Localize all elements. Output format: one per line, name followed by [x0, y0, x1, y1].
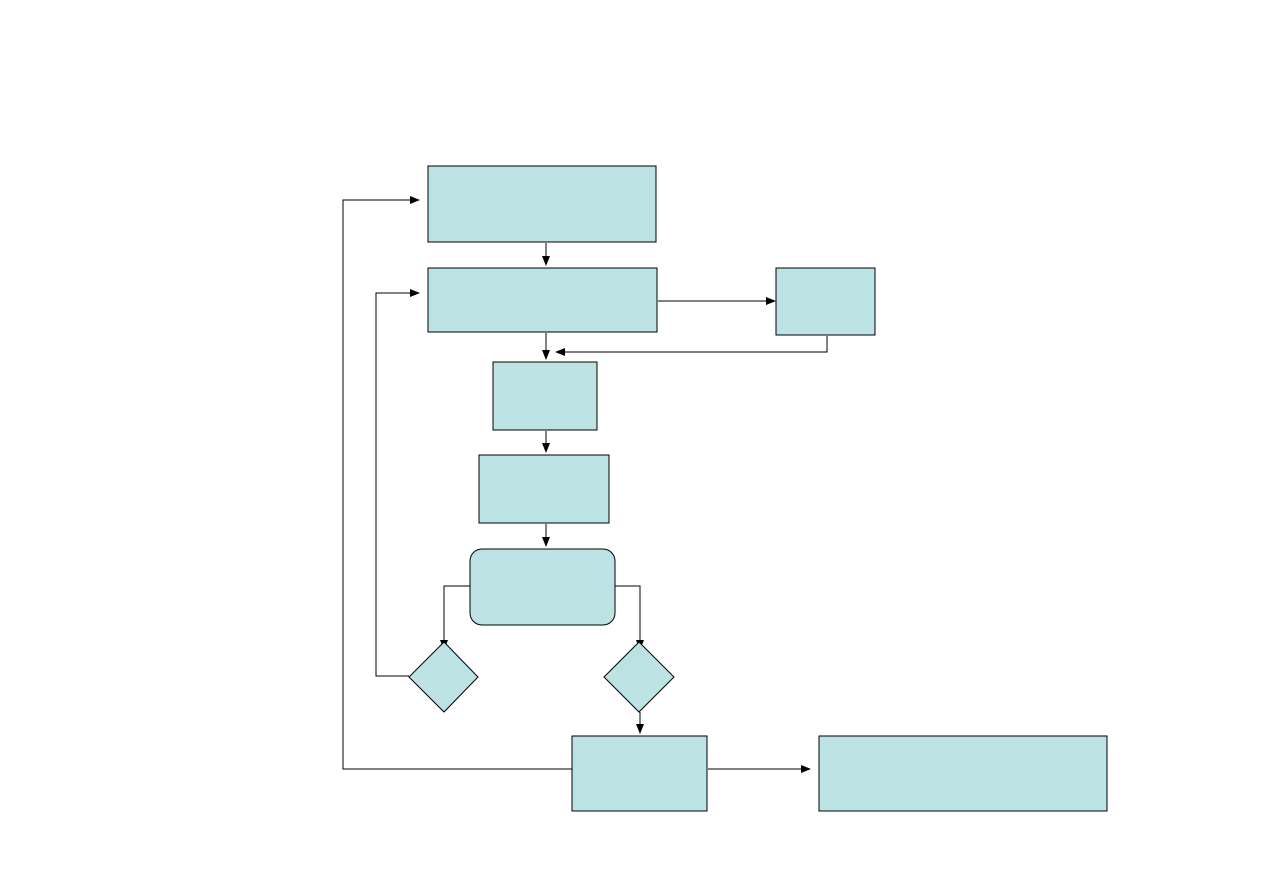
- process-box-2: [427, 267, 658, 333]
- process-box-1: [427, 165, 657, 243]
- edge-box6-loop-to-box1: [342, 196, 572, 770]
- connectors: [342, 196, 828, 773]
- rounded-process-box: [469, 548, 616, 626]
- edge-left-decision-loop-back: [375, 289, 420, 677]
- decision-diamond-left: [408, 641, 479, 713]
- nodes: [408, 165, 1108, 812]
- edge-side-box-return: [555, 336, 828, 356]
- process-box-4: [478, 454, 610, 524]
- edge-box5-to-left-decision: [440, 585, 470, 650]
- side-process-box: [775, 267, 876, 336]
- edge-box5-to-right-decision: [615, 585, 644, 650]
- process-box-3: [492, 361, 598, 431]
- process-box-6: [571, 735, 708, 812]
- decision-diamond-right: [603, 641, 675, 713]
- final-process-box: [818, 735, 1108, 812]
